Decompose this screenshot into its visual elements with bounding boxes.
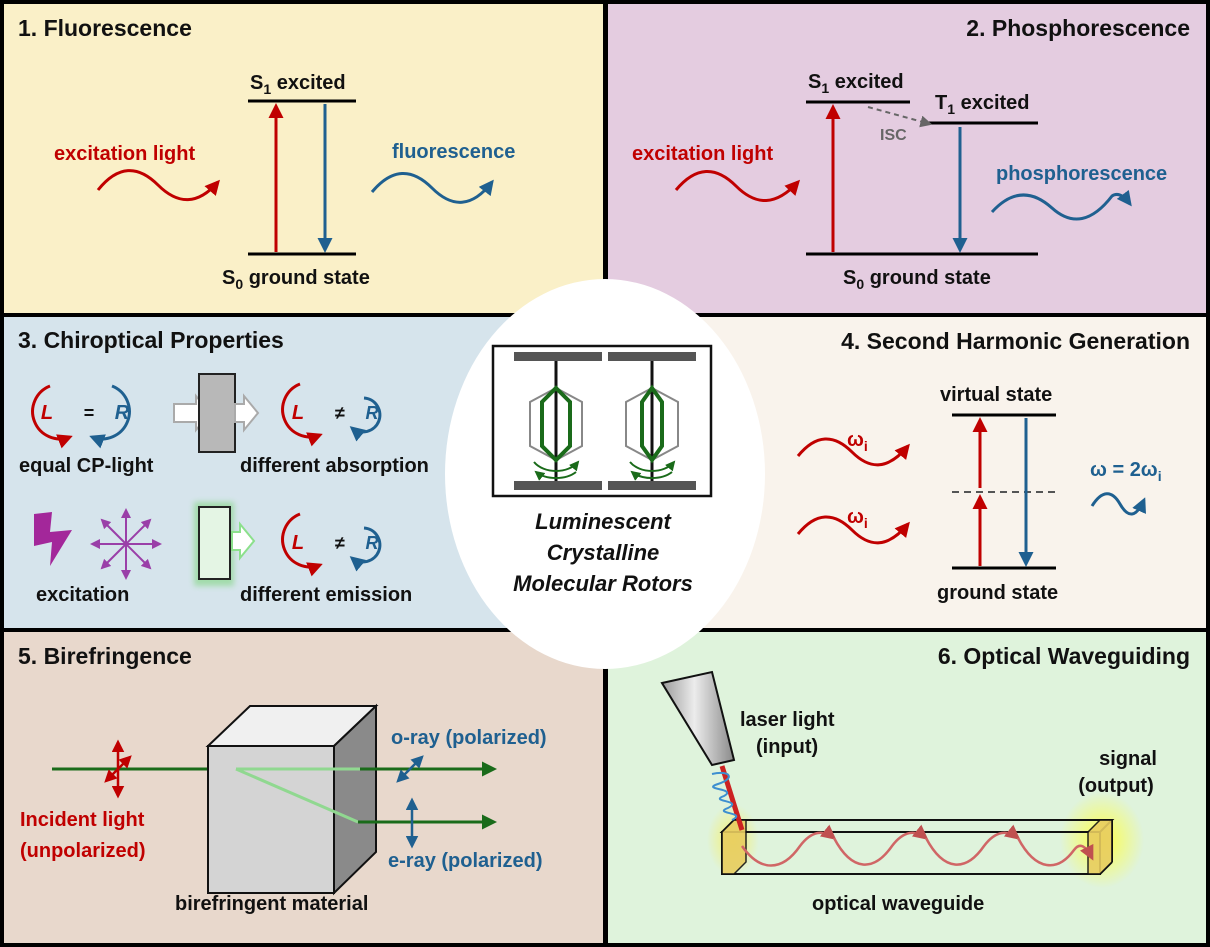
phosphorescence-emission-label: phosphorescence (996, 163, 1167, 185)
right-cp-arrow-abs (349, 396, 382, 442)
center-title-line-2: Crystalline (547, 540, 660, 565)
panel-fluorescence (4, 4, 603, 313)
excitation-light-label-p: excitation light (632, 143, 773, 165)
left-cp-arrow (31, 384, 73, 449)
guided-wave-1 (740, 824, 837, 867)
center-molecular-rotors: Luminescent Crystalline Molecular Rotors (445, 279, 765, 669)
not-equal-symbol-abs: ≠ (335, 403, 345, 423)
right-cp-symbol-em: R (366, 533, 379, 553)
s0-ground-label: S0 ground state (222, 267, 370, 292)
s0-ground-label-p: S0 ground state (843, 267, 991, 292)
phosphorescence-wave (990, 189, 1132, 221)
output-facet (1087, 819, 1113, 875)
omega-i-label-1: ωi (847, 429, 868, 454)
signal-output-label: (output) (1078, 775, 1154, 797)
left-cp-arrow-em (281, 512, 323, 577)
fluorescence-diagram: 1. Fluorescence S1 excited S0 ground sta… (18, 15, 515, 292)
equals-symbol: = (84, 403, 95, 423)
left-cp-symbol: L (41, 402, 53, 424)
chiroptical-title: 3. Chiroptical Properties (18, 327, 284, 353)
omega-i-label-2: ωi (847, 506, 868, 531)
fluorescence-emission-label: fluorescence (392, 141, 515, 163)
ground-state-label: ground state (937, 582, 1058, 604)
right-cp-arrow-em (349, 526, 382, 572)
rotor-bottom-plate-1 (514, 481, 602, 490)
e-ray-inside (235, 767, 359, 824)
signal-label: signal (1099, 748, 1157, 770)
laser-light-label: laser light (740, 709, 835, 731)
unpolarized-emission-icon (90, 508, 162, 580)
fluorescence-wave (370, 172, 494, 204)
transmitted-light-arrow (234, 393, 260, 433)
left-cp-symbol-abs: L (292, 402, 304, 424)
different-absorption-label: different absorption (240, 455, 429, 477)
rotor-2 (625, 361, 679, 481)
waveguiding-title: 6. Optical Waveguiding (938, 643, 1190, 669)
isc-arrow (867, 106, 933, 128)
laser-light-wave (711, 772, 738, 821)
guided-wave-4 (1016, 837, 1094, 867)
phosphorescence-diagram: 2. Phosphorescence S1 excited T1 excited… (632, 15, 1190, 292)
rotor-1 (529, 361, 583, 481)
center-title-line-1: Luminescent (535, 509, 672, 534)
unpolarized-label: (unpolarized) (20, 840, 146, 862)
equal-cp-label: equal CP-light (19, 455, 154, 477)
input-wave-1 (796, 437, 910, 467)
right-cp-symbol-abs: R (366, 403, 379, 423)
guided-wave-3 (924, 824, 1021, 866)
emitting-sample (198, 506, 231, 580)
t1-excited-label: T1 excited (935, 92, 1030, 117)
output-wave (1090, 492, 1146, 516)
birefringence-title: 5. Birefringence (18, 643, 192, 669)
unpolarized-indicator (104, 739, 132, 799)
absorbing-sample (198, 373, 236, 453)
excitation-wave (96, 169, 220, 202)
optical-waveguide-label: optical waveguide (812, 893, 984, 915)
output-frequency-label: ω = 2ωi (1090, 459, 1162, 484)
waveguiding-diagram: 6. Optical Waveguiding laser light (inpu… (660, 643, 1190, 915)
fluorescence-title: 1. Fluorescence (18, 15, 192, 41)
rotor-bottom-plate-2 (608, 481, 696, 490)
laser-beam (719, 765, 745, 831)
lightning-icon (34, 512, 72, 566)
laser-input-label: (input) (756, 736, 818, 758)
excitation-wave-p (674, 170, 801, 202)
excitation-light-label: excitation light (54, 143, 195, 165)
isc-label: ISC (880, 127, 907, 144)
laser-nozzle (660, 670, 736, 767)
right-cp-symbol: R (115, 402, 130, 424)
not-equal-symbol-em: ≠ (335, 533, 345, 553)
virtual-state-label: virtual state (940, 384, 1052, 406)
center-title-line-3: Molecular Rotors (513, 571, 693, 596)
left-cp-symbol-em: L (292, 532, 304, 554)
shg-diagram: 4. Second Harmonic Generation virtual st… (796, 328, 1190, 604)
different-emission-label: different emission (240, 584, 412, 606)
s1-excited-label-p: S1 excited (808, 71, 904, 96)
phosphorescence-title: 2. Phosphorescence (966, 15, 1190, 41)
right-cp-arrow (89, 384, 131, 449)
shg-title: 4. Second Harmonic Generation (841, 328, 1190, 354)
panel-phosphorescence (608, 4, 1206, 313)
rotor-top-plate-2 (608, 352, 696, 361)
s1-excited-label: S1 excited (250, 72, 346, 97)
o-ray-label: o-ray (polarized) (391, 727, 547, 749)
guided-wave-2 (832, 824, 929, 866)
excitation-label-chiral: excitation (36, 584, 129, 606)
chiroptical-diagram: 3. Chiroptical Properties L = R equal CP… (18, 327, 429, 606)
rotor-top-plate-1 (514, 352, 602, 361)
incident-light-label: Incident light (20, 809, 145, 831)
o-ray-polarization (396, 755, 424, 783)
emitted-light-arrow (231, 521, 256, 561)
birefringence-diagram: 5. Birefringence o-ray (polarized) e-ray… (18, 643, 547, 915)
birefringent-material-label: birefringent material (175, 893, 368, 915)
left-cp-arrow-abs (281, 382, 323, 447)
e-ray-label: e-ray (polarized) (388, 850, 542, 872)
input-wave-2 (796, 515, 910, 545)
